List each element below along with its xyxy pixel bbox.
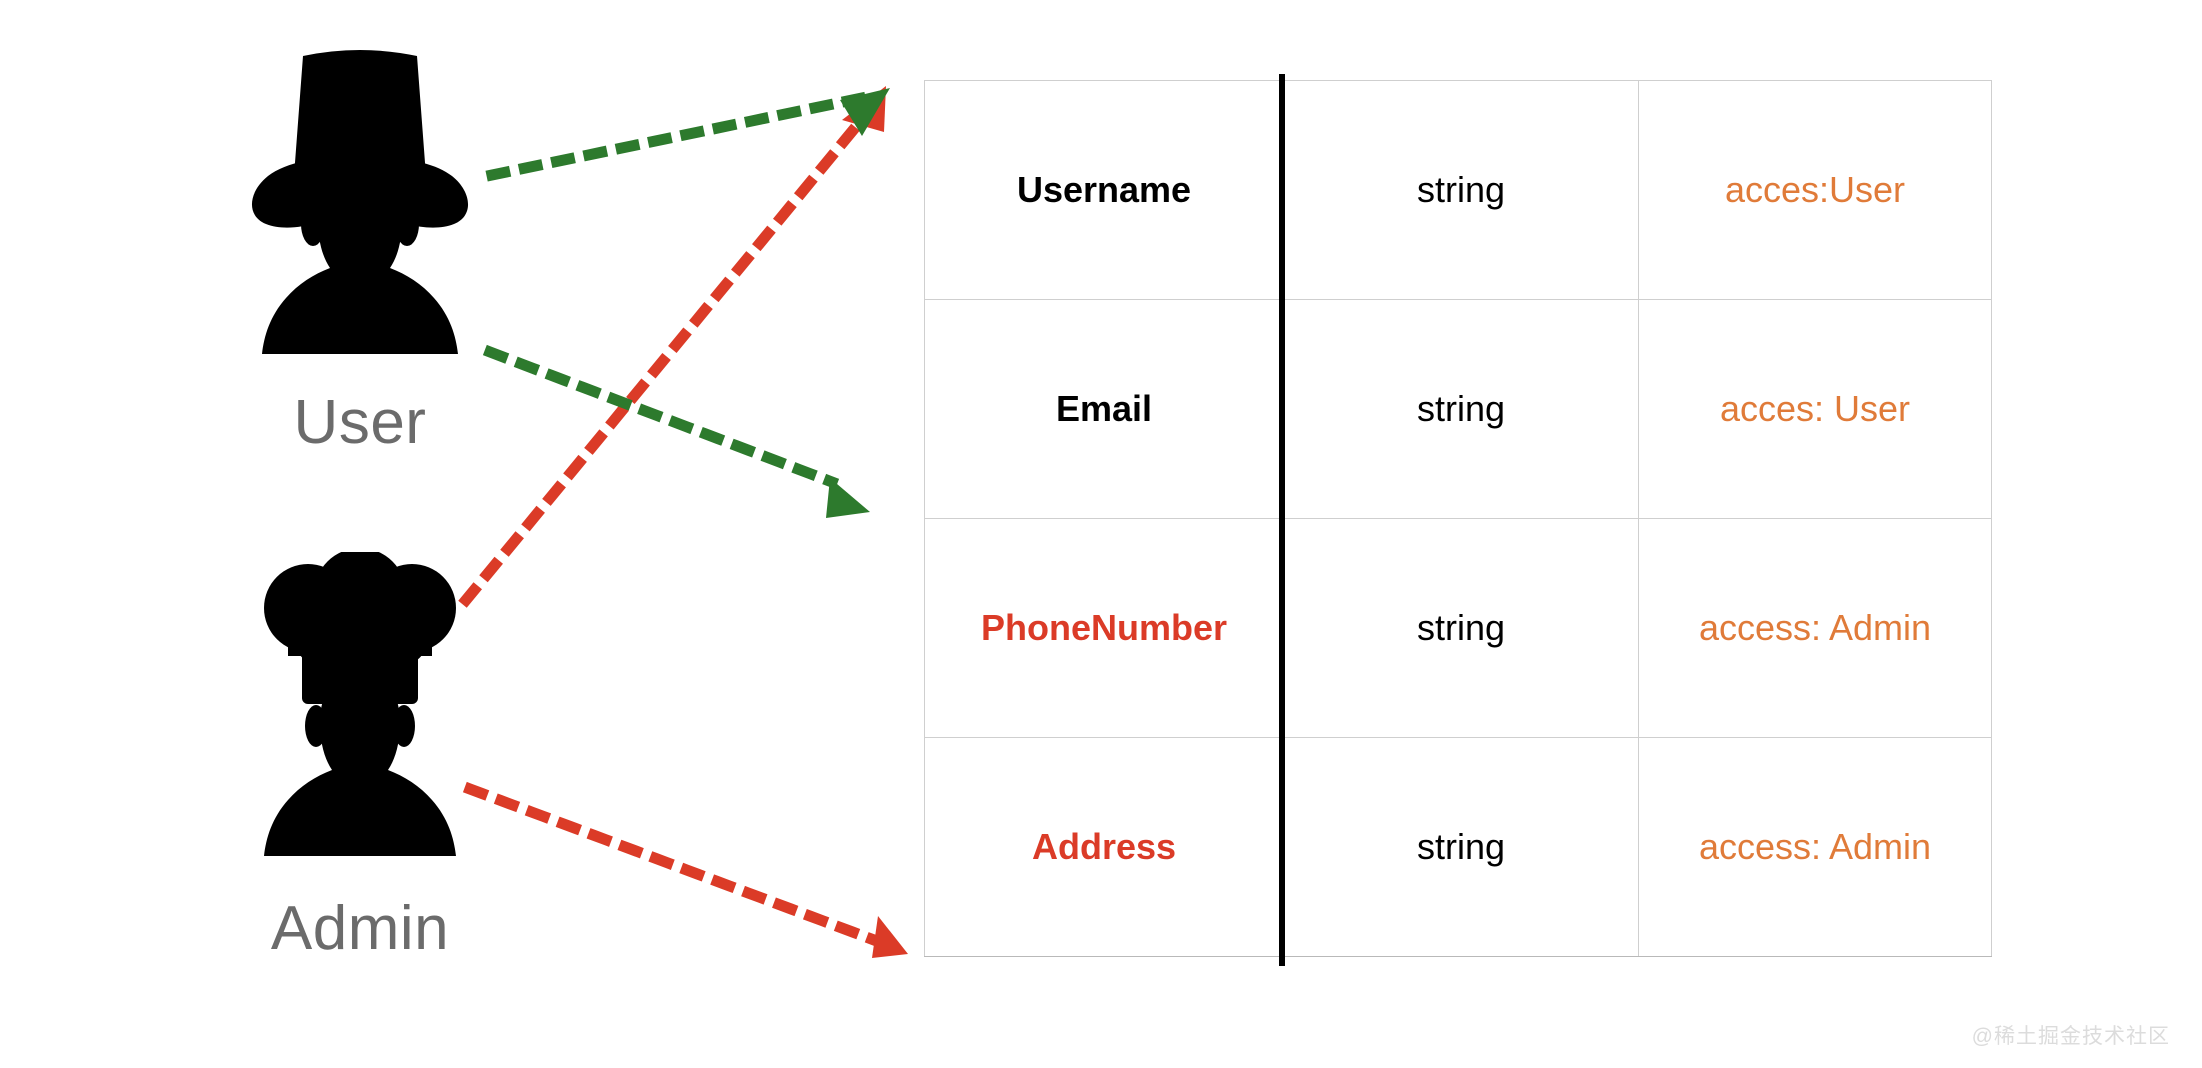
table-cell-type: string <box>1283 299 1639 519</box>
column-divider <box>1279 74 1285 966</box>
actor-admin-label: Admin <box>270 894 450 963</box>
table-cell-field: PhoneNumber <box>924 518 1284 738</box>
table-cell-type: string <box>1283 737 1639 957</box>
field-access: access: Admin <box>1698 607 1932 648</box>
field-access: acces:User <box>1724 169 1906 210</box>
field-access: access: Admin <box>1698 826 1932 867</box>
table-cell-field: Address <box>924 737 1284 957</box>
table-cell-access: access: Admin <box>1638 737 1992 957</box>
watermark: @稀土掘金技术社区 <box>1971 1025 2170 1048</box>
table-cell-access: acces: User <box>1638 299 1992 519</box>
actor-user-label: User <box>293 388 427 457</box>
actor-user: User <box>160 44 560 454</box>
field-type: string <box>1416 169 1506 210</box>
field-name: Email <box>1055 388 1153 429</box>
table-cell-type: string <box>1283 518 1639 738</box>
table-row: Address string access: Admin <box>924 737 1992 957</box>
field-name: Address <box>1031 826 1177 867</box>
field-type: string <box>1416 826 1506 867</box>
field-name: PhoneNumber <box>980 607 1228 648</box>
table-cell-access: acces:User <box>1638 80 1992 300</box>
table-row: PhoneNumber string access: Admin <box>924 518 1992 738</box>
actor-admin: Admin <box>160 552 560 960</box>
field-name: Username <box>1016 169 1192 210</box>
person-with-top-hat-silhouette-icon <box>251 50 469 354</box>
table-row: Username string acces:User <box>924 80 1992 300</box>
field-type: string <box>1416 388 1506 429</box>
table-cell-type: string <box>1283 80 1639 300</box>
field-type: string <box>1416 607 1506 648</box>
schema-table: Username string acces:User Email string … <box>924 80 1992 957</box>
table-cell-field: Email <box>924 299 1284 519</box>
person-with-chef-hat-silhouette-icon <box>264 552 456 856</box>
table-cell-access: access: Admin <box>1638 518 1992 738</box>
field-access: acces: User <box>1719 388 1911 429</box>
table-cell-field: Username <box>924 80 1284 300</box>
table-row: Email string acces: User <box>924 299 1992 519</box>
